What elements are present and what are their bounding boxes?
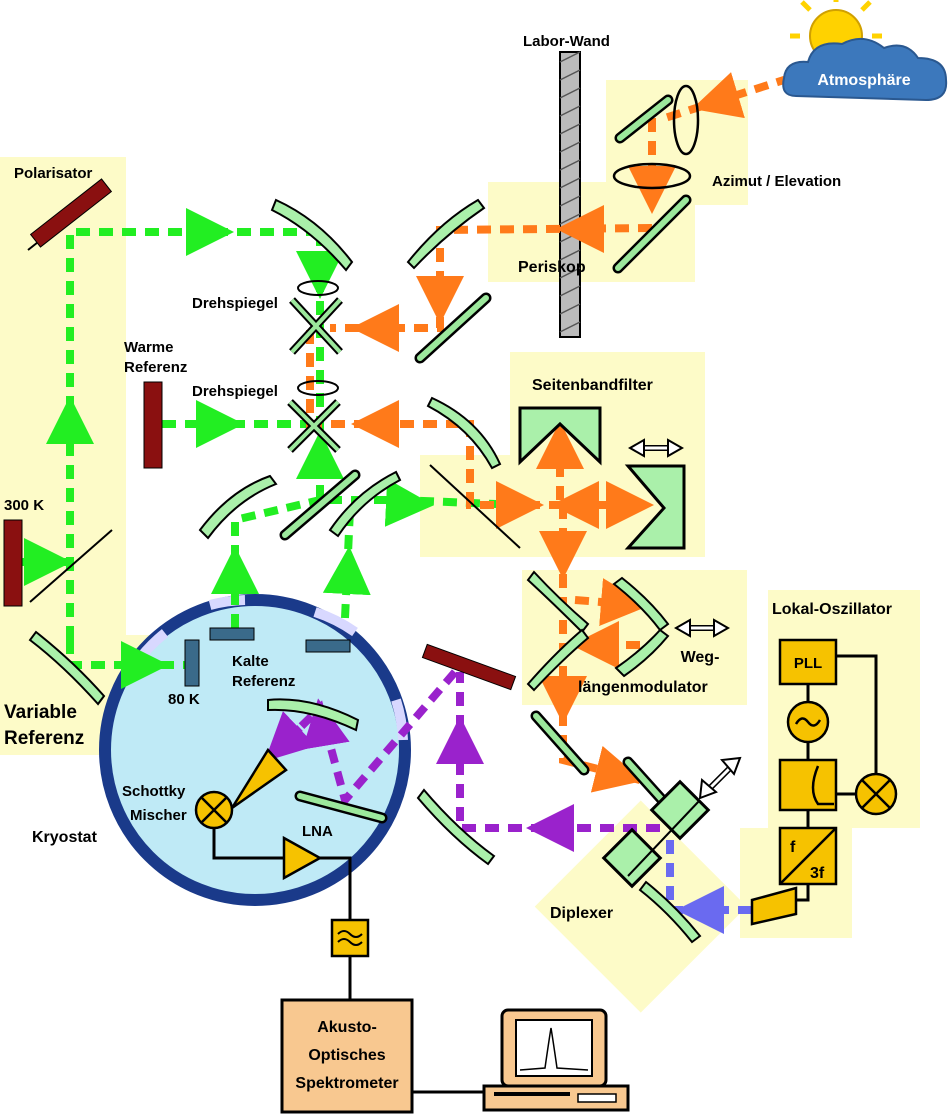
label-kryostat: Kryostat: [32, 829, 98, 846]
label-kalte: Kalte: [232, 653, 269, 670]
label-lna: LNA: [302, 823, 333, 840]
local-oscillator-chain: [750, 638, 898, 926]
label-weg: Weg-: [681, 649, 720, 666]
label-aos-2: Optisches: [308, 1047, 385, 1064]
label-kalte-referenz: Referenz: [232, 673, 295, 690]
diplexer-panel: [534, 800, 747, 1013]
label-mischer: Mischer: [130, 807, 187, 824]
label-aos-3: Spektrometer: [295, 1075, 398, 1092]
label-periskop: Periskop: [518, 259, 586, 276]
label-schottky: Schottky: [122, 783, 186, 800]
warm-reference-load: [143, 381, 163, 469]
spectrometer: [280, 998, 484, 1114]
label-variable-referenz: Referenz: [4, 728, 84, 749]
hot-load-300k: [3, 519, 23, 607]
label-pll: PLL: [794, 655, 822, 672]
label-aos-1: Akusto-: [317, 1019, 377, 1036]
label-variable: Variable: [4, 702, 77, 723]
lo-grid: [421, 643, 517, 691]
roof-mirror-2: [624, 464, 686, 550]
label-multiplier-3f: 3f: [810, 865, 825, 882]
labels: Labor-Wand Atmosphäre Azimut / Elevation…: [4, 33, 911, 1092]
label-diplexer: Diplexer: [550, 905, 613, 922]
cold-load-80k: [184, 639, 200, 687]
computer-icon: [482, 1008, 630, 1112]
filter-box: [330, 918, 370, 958]
lab-wall: [559, 51, 581, 338]
optics: [3, 84, 742, 1000]
cold-reference: [209, 627, 255, 641]
lna-amplifier: [212, 828, 352, 920]
label-warme: Warme: [124, 339, 173, 356]
lo-horn: [750, 886, 798, 926]
label-drehspiegel-2: Drehspiegel: [192, 383, 278, 400]
cryostat: [99, 594, 411, 906]
azimut-rotation-arrows: [612, 84, 700, 190]
label-azimut-elevation: Azimut / Elevation: [712, 173, 841, 190]
label-seitenbandfilter: Seitenbandfilter: [532, 377, 653, 394]
schottky-mixer: [194, 747, 288, 830]
coupler-box: [778, 758, 838, 812]
label-80k: 80 K: [168, 691, 200, 708]
label-warme-referenz: Referenz: [124, 359, 187, 376]
polarizer-grid: [27, 178, 113, 251]
label-labor-wand: Labor-Wand: [523, 33, 610, 50]
label-polarisator: Polarisator: [14, 165, 93, 182]
label-drehspiegel-1: Drehspiegel: [192, 295, 278, 312]
label-lokal-oszillator: Lokal-Oszillator: [772, 601, 892, 618]
label-laengenmodulator: längenmodulator: [578, 679, 708, 696]
rotating-mirror-2: [287, 380, 341, 453]
rotating-mirror-1: [289, 280, 343, 355]
label-atmosphaere: Atmosphäre: [817, 72, 910, 89]
pll-box: [778, 638, 838, 686]
roof-mirror-1: [518, 406, 602, 466]
atmosphere-icon: [782, 0, 948, 102]
cold-reference-2: [305, 639, 351, 653]
label-multiplier-f: f: [790, 839, 796, 856]
cloud-icon: [782, 37, 948, 102]
label-300k: 300 K: [4, 497, 44, 514]
diplexer: [601, 756, 742, 944]
